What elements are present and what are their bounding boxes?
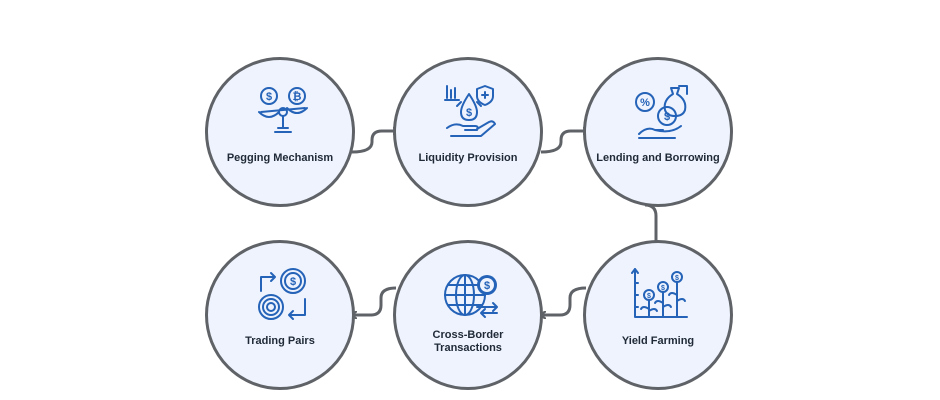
svg-text:$: $	[290, 276, 296, 288]
svg-text:₿: ₿	[293, 91, 302, 103]
svg-text:$: $	[675, 275, 679, 282]
node-label: Trading Pairs	[245, 335, 315, 347]
node-yield-farming: $ $ $ Yield Farming	[583, 240, 733, 390]
svg-text:$: $	[661, 285, 665, 292]
connector-arrow-5	[352, 286, 397, 315]
node-label: Pegging Mechanism	[226, 152, 334, 164]
connector-arrow-4	[541, 286, 587, 315]
svg-text:$: $	[484, 280, 490, 292]
svg-text:$: $	[266, 91, 272, 103]
svg-text:%: %	[640, 97, 650, 109]
node-label: Lending and Borrowing	[596, 152, 720, 164]
connector-arrow-2	[540, 131, 588, 154]
scale-balance-icon: $ ₿	[258, 87, 308, 133]
globe-dollar-icon: $	[444, 274, 498, 318]
node-lending-and-borrowing: % $ Lending and Borrowing	[583, 57, 733, 207]
svg-text:$: $	[647, 293, 651, 300]
node-pegging-mechanism: $ ₿ Pegging Mechanism	[205, 57, 355, 207]
connector-arrow-1	[351, 131, 398, 154]
hand-droplet-coin-icon: $	[444, 85, 496, 137]
node-label: Yield Farming	[621, 335, 695, 347]
node-trading-pairs: $ Trading Pairs	[205, 240, 355, 390]
svg-text:$: $	[664, 111, 670, 123]
coin-exchange-icon: $	[258, 268, 306, 320]
money-bag-hand-icon: % $	[635, 85, 688, 139]
node-cross-border-transactions: $ Cross-Border Transactions	[393, 240, 543, 390]
growing-coins-chart-icon: $ $ $	[631, 268, 688, 318]
svg-text:$: $	[466, 107, 472, 119]
node-liquidity-provision: $ Liquidity Provision	[393, 57, 543, 207]
node-label: Liquidity Provision	[418, 152, 518, 164]
node-label: Cross-Border Transactions	[432, 329, 504, 354]
